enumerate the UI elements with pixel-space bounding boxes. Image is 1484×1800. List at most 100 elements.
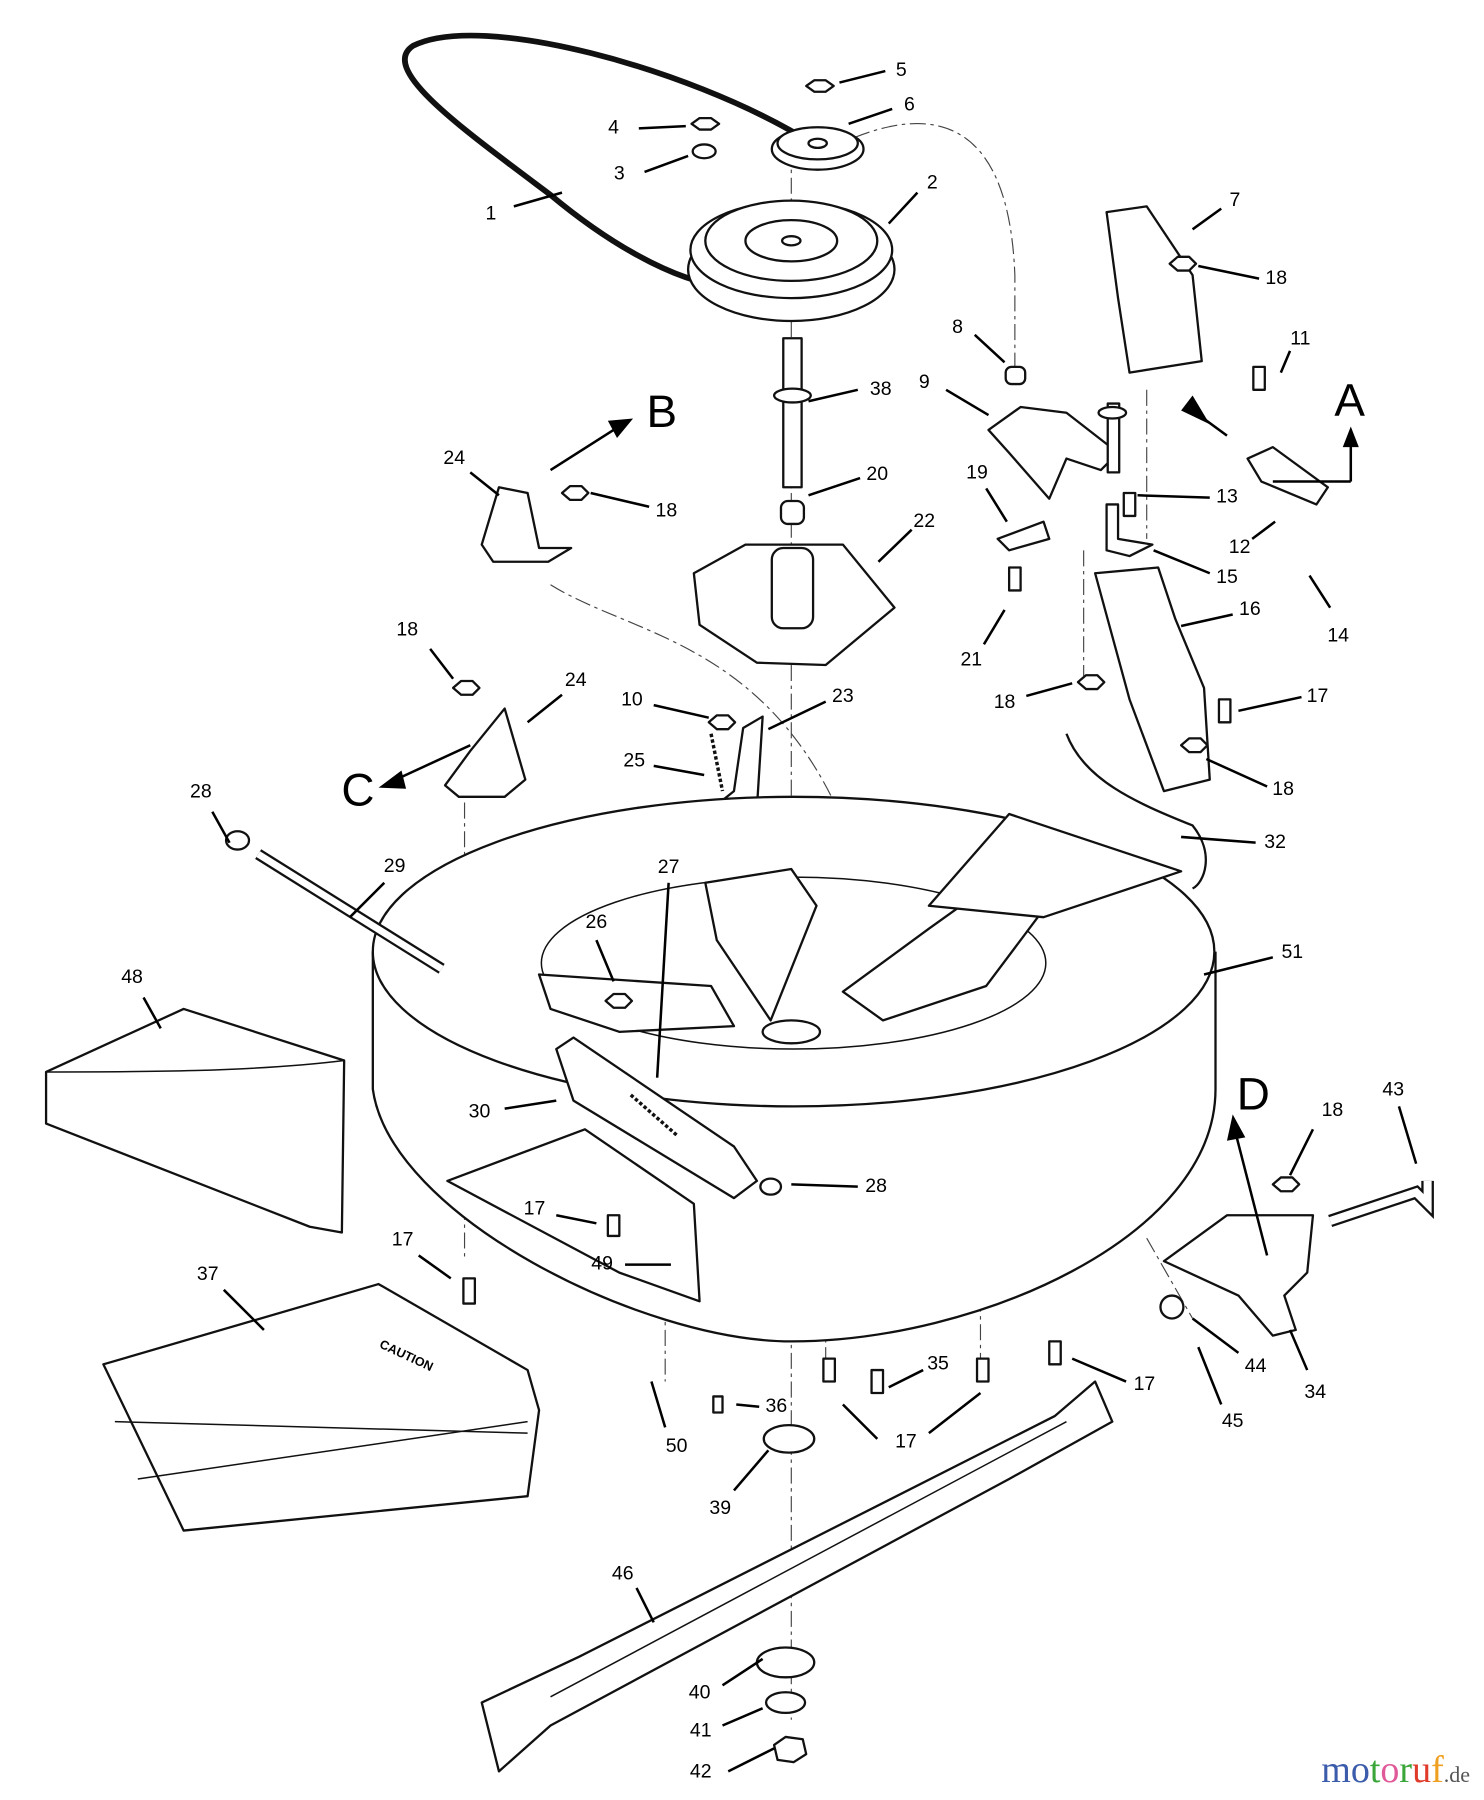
callout: 4 bbox=[608, 117, 619, 139]
callout: 18 bbox=[1272, 778, 1294, 800]
chute-deflector: CAUTION bbox=[102, 1282, 541, 1532]
callout: 17 bbox=[895, 1430, 917, 1452]
callout: 38 bbox=[870, 378, 892, 400]
callout: 17 bbox=[1134, 1373, 1156, 1395]
mounting-plate bbox=[1105, 205, 1203, 374]
bearing-39 bbox=[762, 1423, 816, 1454]
callout: 3 bbox=[614, 162, 625, 184]
callout: 28 bbox=[865, 1175, 887, 1197]
callout: 8 bbox=[952, 316, 963, 338]
callout: 39 bbox=[709, 1497, 731, 1519]
callout: 43 bbox=[1382, 1078, 1404, 1100]
bracket bbox=[996, 520, 1051, 552]
callout: 18 bbox=[994, 691, 1016, 713]
spring bbox=[1065, 733, 1207, 890]
spacer bbox=[1004, 365, 1027, 386]
washer bbox=[1159, 1294, 1185, 1320]
bolts bbox=[451, 255, 1301, 1414]
callout: 10 bbox=[621, 689, 643, 711]
bushing bbox=[224, 830, 251, 851]
callout: 9 bbox=[919, 371, 930, 393]
bearing bbox=[779, 499, 806, 526]
callout: 15 bbox=[1216, 566, 1238, 588]
mount-bracket bbox=[443, 707, 527, 798]
callout: 1 bbox=[485, 203, 496, 225]
view-letter-a: A bbox=[1334, 374, 1365, 426]
watermark-letter: u bbox=[1412, 1749, 1432, 1791]
view-arrows bbox=[378, 395, 1359, 1256]
watermark-letter: o bbox=[1350, 1749, 1370, 1791]
callout: 19 bbox=[966, 462, 988, 484]
callout: 17 bbox=[524, 1198, 546, 1220]
link bbox=[1246, 445, 1330, 506]
callout: 42 bbox=[690, 1761, 712, 1783]
callout: 29 bbox=[384, 855, 406, 877]
washer bbox=[755, 1646, 816, 1679]
callout: 28 bbox=[190, 780, 212, 802]
spindle-shaft bbox=[782, 337, 803, 489]
callout: 30 bbox=[469, 1100, 491, 1122]
callout: 32 bbox=[1264, 831, 1286, 853]
view-letter-b: B bbox=[646, 385, 677, 437]
blade-nut bbox=[772, 1735, 808, 1764]
callout: 26 bbox=[586, 911, 608, 933]
callout: 36 bbox=[766, 1395, 788, 1417]
callout: 37 bbox=[197, 1263, 219, 1285]
callout: 18 bbox=[1265, 267, 1287, 289]
callout: 17 bbox=[392, 1229, 414, 1251]
bracket bbox=[1105, 503, 1154, 558]
discharge-chute bbox=[44, 1007, 346, 1234]
lift-bracket bbox=[1162, 1214, 1315, 1337]
callout: 22 bbox=[913, 510, 935, 532]
callout: 24 bbox=[565, 669, 587, 691]
callout: 44 bbox=[1245, 1355, 1267, 1377]
callout: 51 bbox=[1281, 941, 1303, 963]
view-letter-d: D bbox=[1237, 1067, 1270, 1119]
idler-arm bbox=[987, 405, 1120, 500]
callout: 18 bbox=[1322, 1099, 1344, 1121]
callout: 25 bbox=[623, 749, 645, 771]
callout: 49 bbox=[591, 1253, 613, 1275]
callout: 12 bbox=[1229, 536, 1251, 558]
watermark-letter: m bbox=[1321, 1749, 1351, 1791]
mount-bracket bbox=[480, 486, 573, 563]
callout: 27 bbox=[658, 856, 680, 878]
washer bbox=[764, 1691, 807, 1715]
callout: 35 bbox=[927, 1352, 949, 1374]
spring bbox=[709, 733, 725, 792]
support-bracket bbox=[1093, 566, 1211, 793]
callout: 7 bbox=[1230, 189, 1241, 211]
callout: 13 bbox=[1216, 486, 1238, 508]
callout: 18 bbox=[396, 619, 418, 641]
baffle-plate bbox=[446, 1128, 701, 1303]
mower-deck bbox=[371, 795, 1217, 1343]
callout: 48 bbox=[121, 966, 143, 988]
watermark-letter: t bbox=[1369, 1749, 1381, 1791]
callout: 2 bbox=[927, 172, 938, 194]
callouts: 1 2 3 4 5 6 7 18 8 9 11 38 24 18 20 22 1… bbox=[121, 59, 1404, 1782]
nut bbox=[690, 116, 721, 131]
callout: 50 bbox=[666, 1435, 688, 1457]
callout: 40 bbox=[689, 1682, 711, 1704]
callout: 16 bbox=[1239, 598, 1261, 620]
watermark-letter: f bbox=[1431, 1749, 1444, 1791]
callout: 6 bbox=[904, 94, 915, 116]
callout: 23 bbox=[832, 685, 854, 707]
callout: 45 bbox=[1222, 1410, 1244, 1432]
watermark-logo: motoruf.de bbox=[1321, 1748, 1470, 1792]
view-letter-c: C bbox=[341, 763, 374, 815]
watermark-letter: o bbox=[1380, 1749, 1400, 1791]
callout: 34 bbox=[1304, 1381, 1326, 1403]
leader-lines bbox=[142, 69, 1418, 1773]
callout: 46 bbox=[612, 1562, 634, 1584]
watermark-letter: r bbox=[1399, 1749, 1413, 1791]
mower-blade bbox=[480, 1380, 1114, 1773]
washer bbox=[691, 143, 717, 160]
callout: 5 bbox=[896, 59, 907, 81]
callout: 21 bbox=[960, 649, 982, 671]
callout: 24 bbox=[443, 447, 465, 469]
deck-pulley bbox=[686, 199, 896, 323]
callout: 11 bbox=[1290, 328, 1310, 350]
view-letters: A B C D bbox=[341, 374, 1365, 1120]
